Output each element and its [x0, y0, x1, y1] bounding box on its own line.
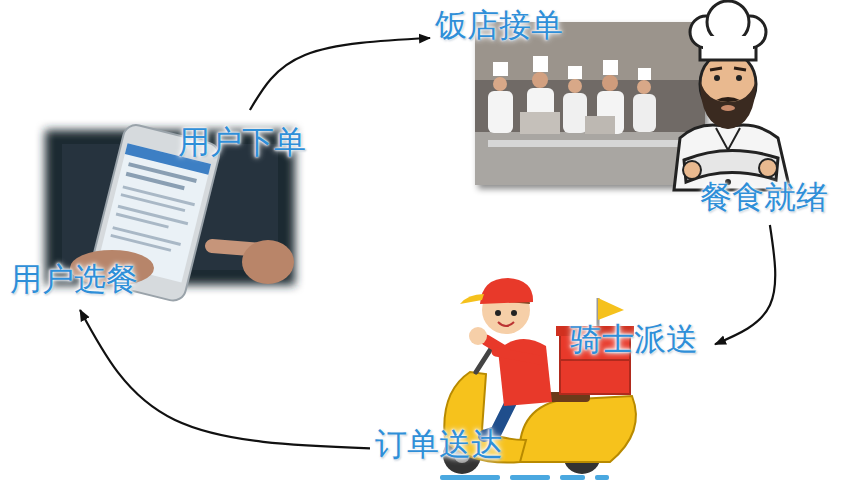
chef-cartoon-part	[710, 68, 746, 70]
rider-cartoon-part	[560, 359, 630, 361]
flow-arrow	[80, 310, 370, 448]
phone-photo-part	[242, 240, 294, 284]
kitchen-chefs-part	[563, 93, 587, 133]
kitchen-photo	[475, 22, 705, 185]
kitchen-photo-part	[475, 132, 705, 185]
kitchen-chefs-part	[520, 112, 560, 134]
chef-cartoon-part	[684, 150, 778, 182]
kitchen-chefs	[488, 56, 656, 134]
illustrated-step: 骑士派送订单送达	[370, 262, 715, 482]
phone-photo-part-part	[128, 162, 197, 183]
kitchen-chefs-part	[493, 62, 508, 76]
chef-cartoon-part	[700, 80, 756, 129]
chef-cartoon-part	[703, 36, 753, 50]
kitchen-chefs-part	[637, 80, 651, 94]
phone-photo-part-part	[110, 234, 171, 252]
flow-arrow	[250, 38, 430, 110]
rider-cartoon-part	[480, 278, 533, 304]
chef-cartoon-part	[714, 75, 720, 81]
phone-photo-part-part	[116, 213, 169, 229]
rider-cartoon-part	[495, 310, 501, 316]
step-label: 饭店接单	[435, 8, 563, 43]
kitchen-photo-part	[475, 22, 705, 185]
rider-cartoon-part	[498, 322, 514, 326]
phone-photo-part-part	[126, 172, 185, 190]
rider-cartoon-part	[520, 396, 636, 462]
kitchen-chefs-part	[493, 77, 507, 91]
kitchen-photo-part	[488, 140, 693, 147]
chef-cartoon-part	[721, 105, 735, 111]
rider-cartoon-part	[460, 294, 484, 304]
kitchen-chefs-part	[532, 72, 548, 88]
chef-cartoon	[674, 1, 790, 190]
kitchen-chefs-part	[638, 68, 651, 80]
kitchen-chefs-part	[585, 116, 615, 134]
rider-cartoon-part	[511, 310, 517, 316]
chef-cartoon-part	[716, 128, 740, 150]
chef-cartoon-part	[716, 97, 740, 102]
rider-cartoon-part	[510, 475, 550, 480]
kitchen-chefs-part	[602, 75, 618, 91]
chef-cartoon-part	[683, 161, 701, 179]
step-label: 骑士派送	[570, 322, 698, 357]
step-label: 用户选餐	[10, 262, 138, 297]
step-label: 订单送达	[375, 427, 503, 462]
kitchen-chefs-part	[568, 66, 582, 79]
rider-cartoon-part	[496, 352, 540, 360]
rider-cartoon-part	[598, 298, 624, 320]
illustrated-step: 用户下单用户选餐	[10, 110, 320, 310]
illustrated-step: 饭店接单餐食就绪	[430, 0, 845, 225]
kitchen-chefs-part	[603, 60, 618, 75]
chef-cartoon-part	[759, 159, 777, 177]
kitchen-chefs-part	[533, 56, 548, 72]
rider-cartoon-part	[469, 327, 487, 345]
rider-cartoon-part	[560, 475, 585, 480]
kitchen-chefs-part	[568, 79, 582, 93]
kitchen-chefs-part	[488, 91, 513, 133]
step-label: 用户下单	[178, 125, 306, 160]
kitchen-chefs-part	[633, 94, 656, 132]
rider-cartoon-part	[595, 475, 609, 480]
rider-cartoon-part	[440, 475, 500, 480]
step-label: 餐食就绪	[700, 180, 828, 215]
chef-cartoon-part	[736, 75, 742, 81]
flow-arrow	[715, 225, 775, 344]
